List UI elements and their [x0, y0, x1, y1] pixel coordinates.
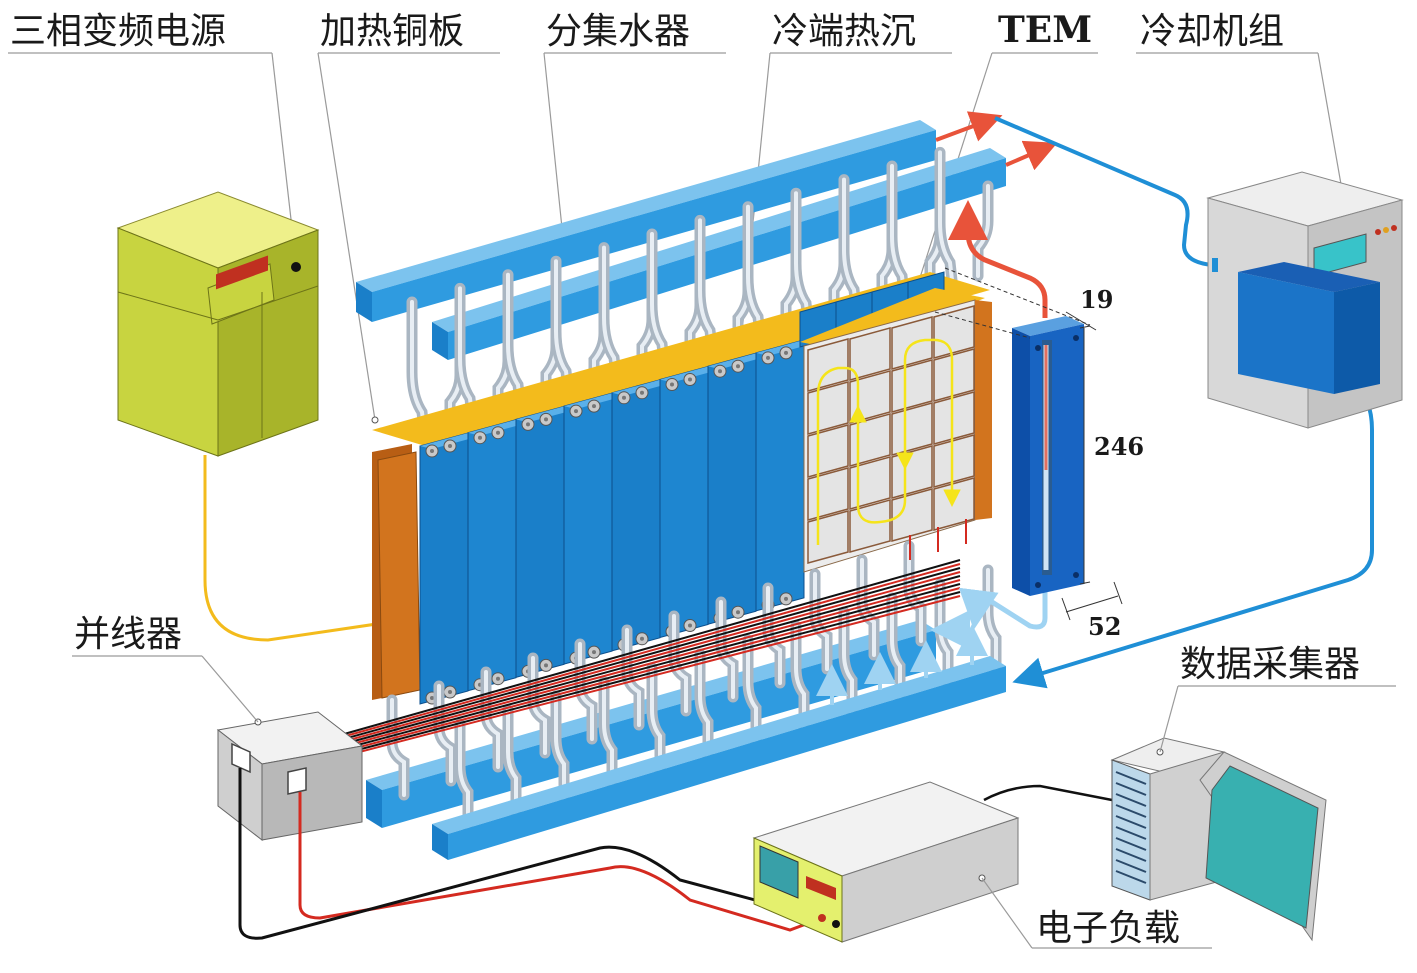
tem-cold-in	[958, 570, 1048, 630]
label-manifold: 分集水器	[543, 11, 726, 232]
label-power-supply: 三相变频电源	[8, 11, 296, 232]
manifold-label: 分集水器	[546, 11, 690, 52]
cold-sink-2	[467, 419, 528, 692]
cold-sink-7	[707, 352, 768, 625]
hot-return-1	[935, 111, 1003, 142]
chiller-unit	[1206, 171, 1404, 429]
dim-thickness: 19	[1080, 285, 1113, 314]
daq-label: 数据采集器	[1180, 644, 1360, 685]
tem-panel	[800, 288, 992, 573]
power-supply-label: 三相变频电源	[10, 11, 226, 52]
dim-height: 246	[1094, 432, 1144, 461]
label-combiner: 并线器	[72, 614, 259, 723]
chiller-label: 冷却机组	[1140, 11, 1284, 52]
label-load: 电子负载	[981, 877, 1212, 949]
power-supply-cabinet	[116, 191, 320, 457]
combiner-box	[216, 711, 364, 842]
tem-hot-out	[948, 200, 1048, 318]
daq-cable	[983, 784, 1113, 802]
dim-width: 52	[1088, 612, 1121, 641]
heating-plate-label: 加热铜板	[320, 11, 464, 52]
combiner-label: 并线器	[74, 614, 182, 655]
label-daq: 数据采集器	[1159, 644, 1396, 753]
cold-sink-label: 冷端热沉	[772, 11, 916, 52]
tem-label: TEM	[998, 9, 1092, 51]
power-cable	[203, 455, 391, 642]
hot-return-2	[1005, 140, 1058, 171]
signal-wires	[329, 519, 967, 761]
load-cable-red	[298, 792, 823, 932]
daq-unit	[1110, 737, 1327, 942]
cold-sink-1	[419, 432, 480, 705]
load-label: 电子负载	[1036, 908, 1180, 949]
tem-dimensions: 19 246 52	[934, 267, 1144, 641]
tem-module	[1012, 316, 1084, 596]
load-cable-black	[238, 768, 838, 940]
label-chiller: 冷却机组	[1136, 11, 1346, 194]
bottom-manifold-front	[432, 624, 1006, 860]
electronic-load	[752, 781, 1020, 943]
chiller-supply-line	[994, 116, 1213, 267]
top-manifold-front	[432, 148, 1006, 360]
label-heating-plate: 加热铜板	[317, 11, 500, 424]
heating-plate	[372, 444, 421, 700]
